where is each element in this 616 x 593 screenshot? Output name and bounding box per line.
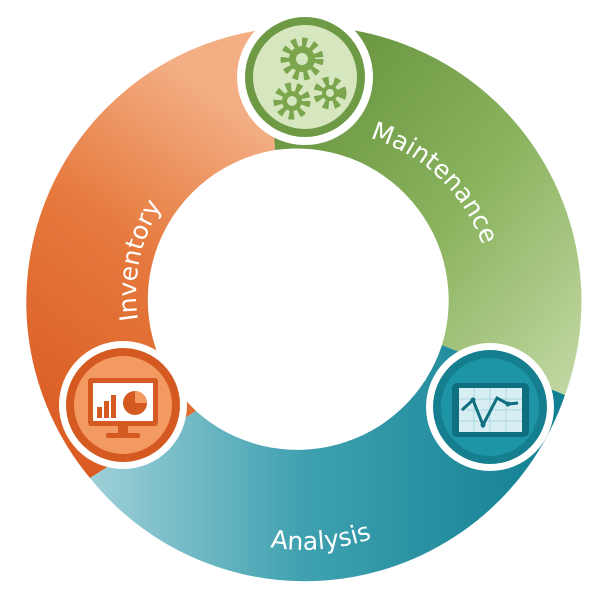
bar-pie-chart-monitor-icon bbox=[88, 378, 158, 438]
center-hole bbox=[164, 155, 448, 439]
gears-icon bbox=[273, 37, 347, 120]
line-chart-tablet-icon bbox=[452, 383, 529, 437]
monitor-badge bbox=[59, 341, 187, 469]
tablet-badge bbox=[426, 343, 554, 471]
gears-badge bbox=[237, 9, 373, 145]
